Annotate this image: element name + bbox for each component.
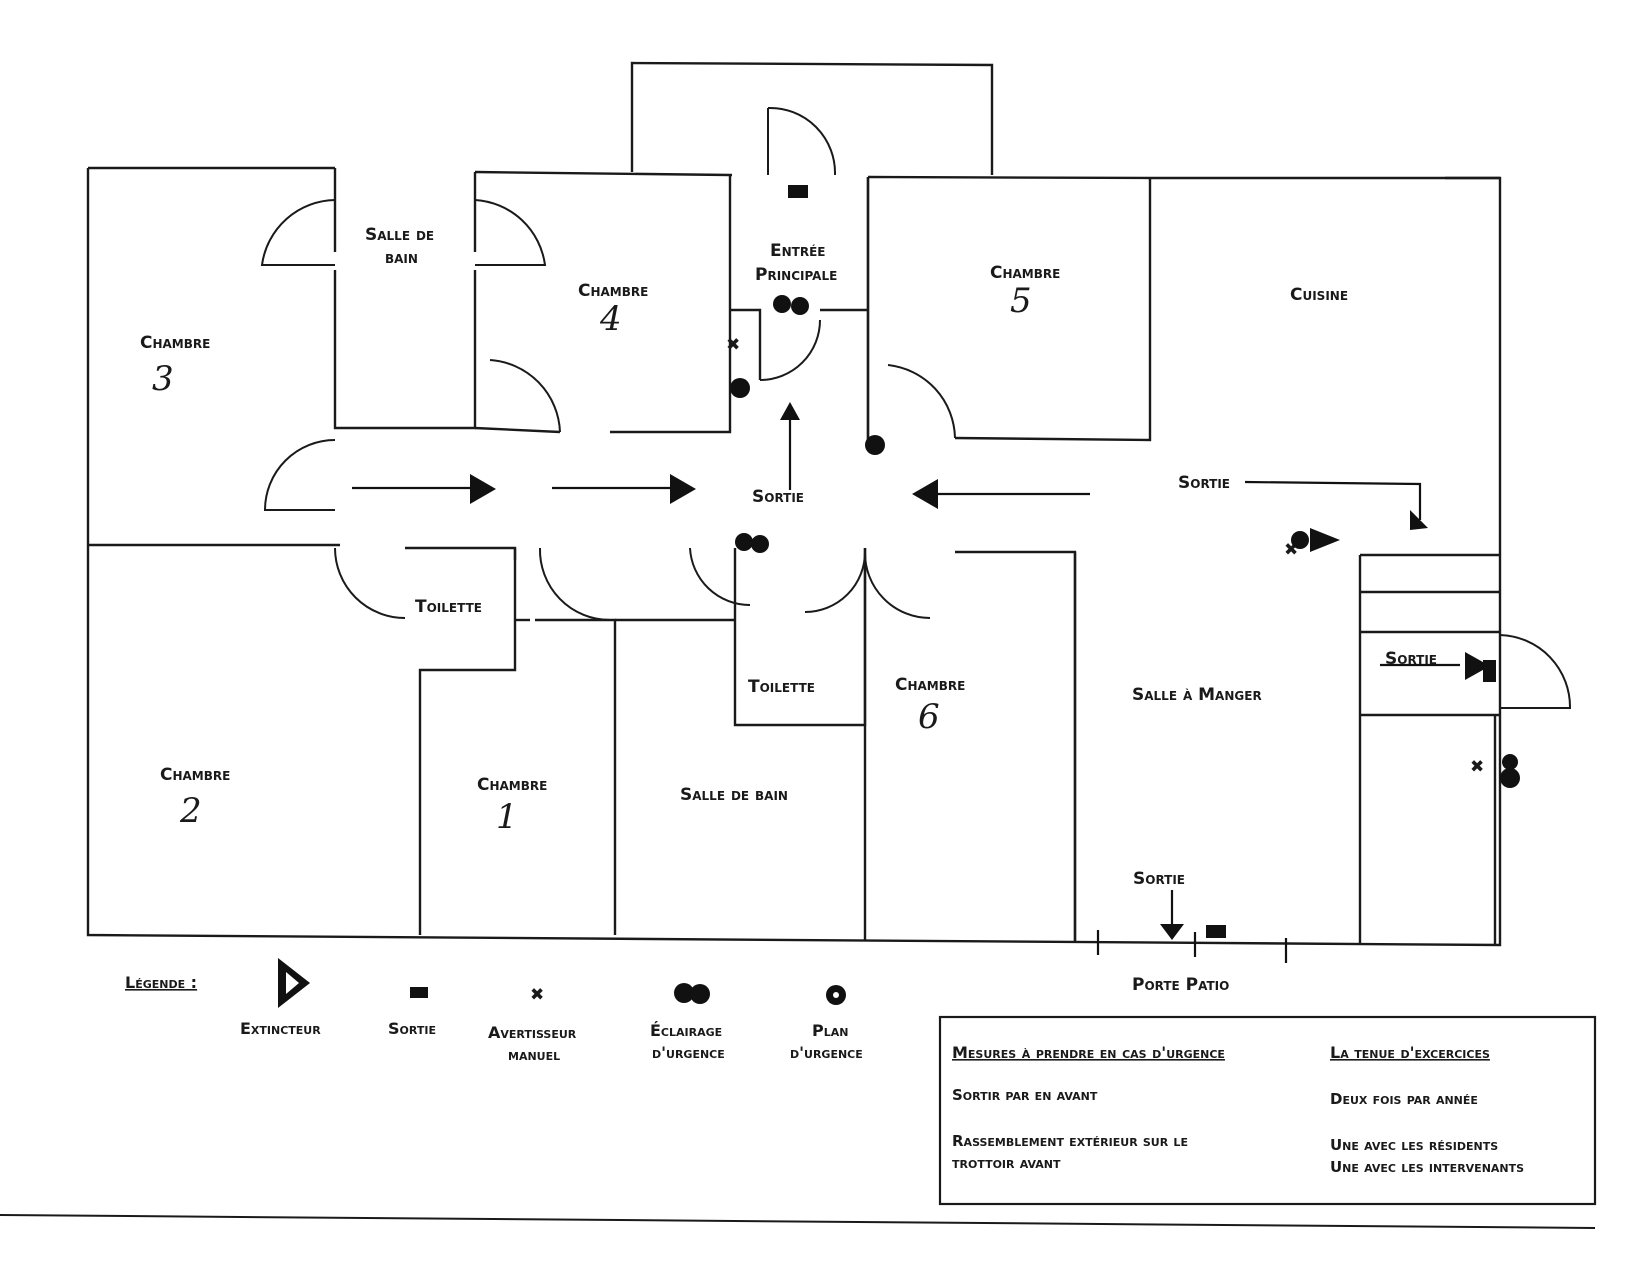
plan-symbols: ✖ ✖ ✖ [470, 185, 1520, 963]
legend-label-avertisseur-2: manuel [508, 1045, 560, 1064]
room-label-chambre-4: Chambre [578, 281, 648, 301]
exit-sign-icon [788, 185, 808, 198]
room-number-chambre-5: 5 [1010, 281, 1032, 321]
drills-line-1: Deux fois par année [1330, 1090, 1478, 1108]
room-label-toilette-left: Toilette [415, 597, 482, 617]
room-label-salle-a-manger: Salle à Manger [1132, 685, 1262, 705]
exit-labels: Sortie Sortie Sortie Sortie Porte Patio [752, 473, 1437, 995]
room-number-chambre-2: 2 [179, 791, 202, 831]
extinguisher-icon [912, 479, 938, 509]
room-label-chambre-2: Chambre [160, 765, 230, 785]
measures-line-2a: Rassemblement extérieur sur le [952, 1132, 1188, 1150]
room-label-chambre-3: Chambre [140, 333, 210, 353]
emergency-lighting-icon [1500, 754, 1520, 788]
room-label-chambre-5: Chambre [990, 263, 1060, 283]
room-number-chambre-6: 6 [918, 697, 940, 737]
manual-alarm-icon: ✖ [530, 985, 544, 1005]
room-label-salle-de-bain-bottom: Salle de bain [680, 785, 788, 805]
emergency-lighting-icon [674, 983, 710, 1004]
legend-label-eclairage-2: d'urgence [652, 1043, 725, 1062]
room-number-chambre-1: 1 [496, 797, 518, 837]
legend: Légende : Extincteur Sortie ✖ Avertisseu… [125, 958, 863, 1064]
legend-title: Légende : [125, 973, 197, 992]
room-label-salle-de-bain-top-2: bain [385, 248, 418, 268]
porte-patio-label: Porte Patio [1132, 975, 1229, 995]
bottom-divider [0, 1214, 1596, 1229]
room-label-toilette-center: Toilette [748, 677, 815, 697]
legend-label-plan: Plan [812, 1021, 848, 1040]
measures-line-1: Sortir par en avant [952, 1086, 1098, 1104]
door-swings [260, 106, 1572, 709]
room-label-entree-2: Principale [755, 265, 837, 285]
emergency-measures-box: Mesures à prendre en cas d'urgence Sorti… [938, 1015, 1597, 1206]
extinguisher-icon [470, 474, 496, 504]
legend-label-avertisseur: Avertisseur [488, 1023, 577, 1042]
drills-line-3: Une avec les intervenants [1330, 1158, 1524, 1176]
measures-line-2b: trottoir avant [952, 1154, 1061, 1172]
emergency-plan-icon [730, 378, 750, 398]
emergency-lighting-icon [1291, 531, 1309, 549]
drills-line-2: Une avec les résidents [1330, 1136, 1498, 1154]
manual-alarm-icon: ✖ [1470, 757, 1484, 777]
drills-title: La tenue d'excercices [1330, 1043, 1490, 1062]
evacuation-arrows [352, 402, 1460, 940]
room-number-chambre-4: 4 [599, 299, 622, 339]
extinguisher-icon [1310, 528, 1340, 552]
exit-sign-icon [1206, 925, 1226, 938]
legend-label-plan-2: d'urgence [790, 1043, 863, 1062]
room-labels: Salle de bain Chambre 4 Entrée Principal… [140, 225, 1348, 837]
extinguisher-icon [1410, 510, 1428, 530]
exit-sign-icon [1483, 660, 1496, 682]
walls [86, 61, 1502, 947]
room-label-cuisine: Cuisine [1290, 285, 1348, 305]
room-label-entree: Entrée [770, 241, 825, 261]
exit-label-right: Sortie [1178, 473, 1230, 493]
legend-label-eclairage: Éclairage [650, 1021, 722, 1040]
exit-sign-icon [410, 987, 428, 998]
manual-alarm-icon: ✖ [726, 335, 740, 355]
exit-label-center: Sortie [752, 487, 804, 507]
legend-label-extincteur: Extincteur [240, 1019, 321, 1038]
legend-label-sortie: Sortie [388, 1019, 436, 1038]
room-number-chambre-3: 3 [152, 359, 174, 399]
emergency-lighting-icon [735, 533, 769, 553]
extinguisher-icon [670, 474, 696, 504]
room-label-chambre-6: Chambre [895, 675, 965, 695]
extinguisher-icon [1465, 652, 1490, 680]
exit-label-bottom: Sortie [1133, 869, 1185, 889]
room-label-chambre-1: Chambre [477, 775, 547, 795]
room-label-salle-de-bain-top: Salle de [365, 225, 434, 245]
emergency-plan-icon [865, 435, 885, 455]
emergency-lighting-icon [773, 295, 809, 315]
exit-label-side: Sortie [1385, 649, 1437, 669]
measures-title: Mesures à prendre en cas d'urgence [952, 1043, 1225, 1062]
